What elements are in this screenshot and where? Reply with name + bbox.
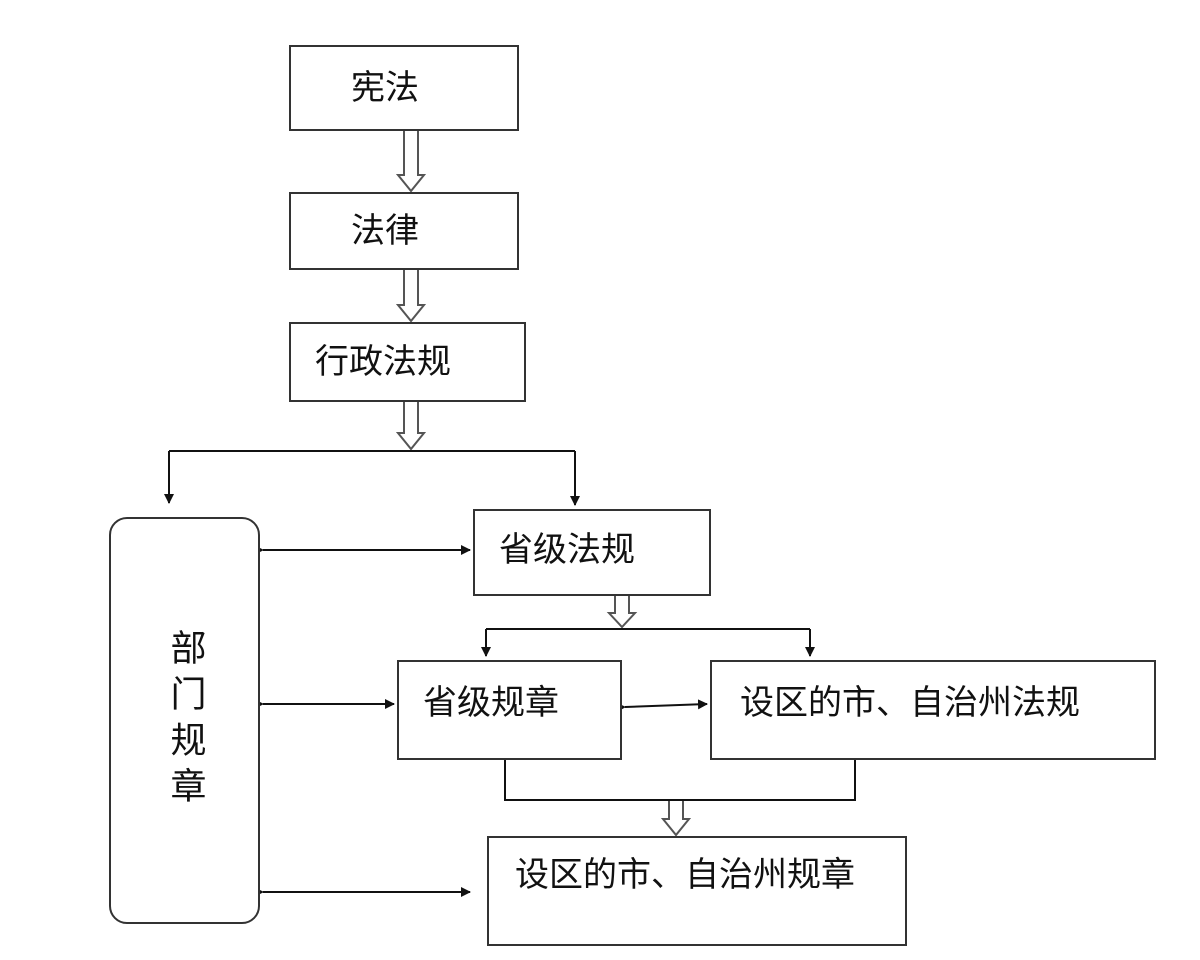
node-constitution: 宪法	[289, 45, 519, 131]
node-law: 法律	[289, 192, 519, 270]
node-administrative-regulations-label: 行政法规	[315, 342, 451, 382]
node-city-autonomous-regulations: 设区的市、自治州法规	[710, 660, 1156, 760]
hollow-arrow-admin-to-branch	[395, 402, 427, 451]
node-city-autonomous-rules-label: 设区的市、自治州规章	[515, 855, 855, 895]
node-department-rules: 部门规章	[109, 517, 260, 924]
node-department-rules-label: 部门规章	[164, 628, 206, 813]
branch-admin	[164, 450, 580, 506]
merge-lines	[504, 760, 856, 801]
node-constitution-label: 宪法	[351, 68, 419, 108]
hollow-arrow-provincial-to-branch	[606, 596, 638, 629]
double-arrow-provincial-rules-city-regs	[615, 699, 708, 713]
node-provincial-regulations: 省级法规	[473, 509, 711, 596]
hollow-arrow-constitution-to-law	[395, 131, 427, 193]
node-provincial-rules-label: 省级规章	[423, 683, 559, 723]
node-administrative-regulations: 行政法规	[289, 322, 526, 402]
node-city-autonomous-rules: 设区的市、自治州规章	[487, 836, 907, 946]
hollow-arrow-law-to-admin	[395, 270, 427, 323]
node-city-autonomous-regulations-label: 设区的市、自治州法规	[740, 683, 1080, 723]
node-law-label: 法律	[351, 211, 419, 251]
node-provincial-regulations-label: 省级法规	[499, 530, 635, 570]
hollow-arrow-merge-to-city-rules	[660, 800, 692, 837]
branch-provincial	[481, 628, 815, 657]
node-provincial-rules: 省级规章	[397, 660, 622, 760]
